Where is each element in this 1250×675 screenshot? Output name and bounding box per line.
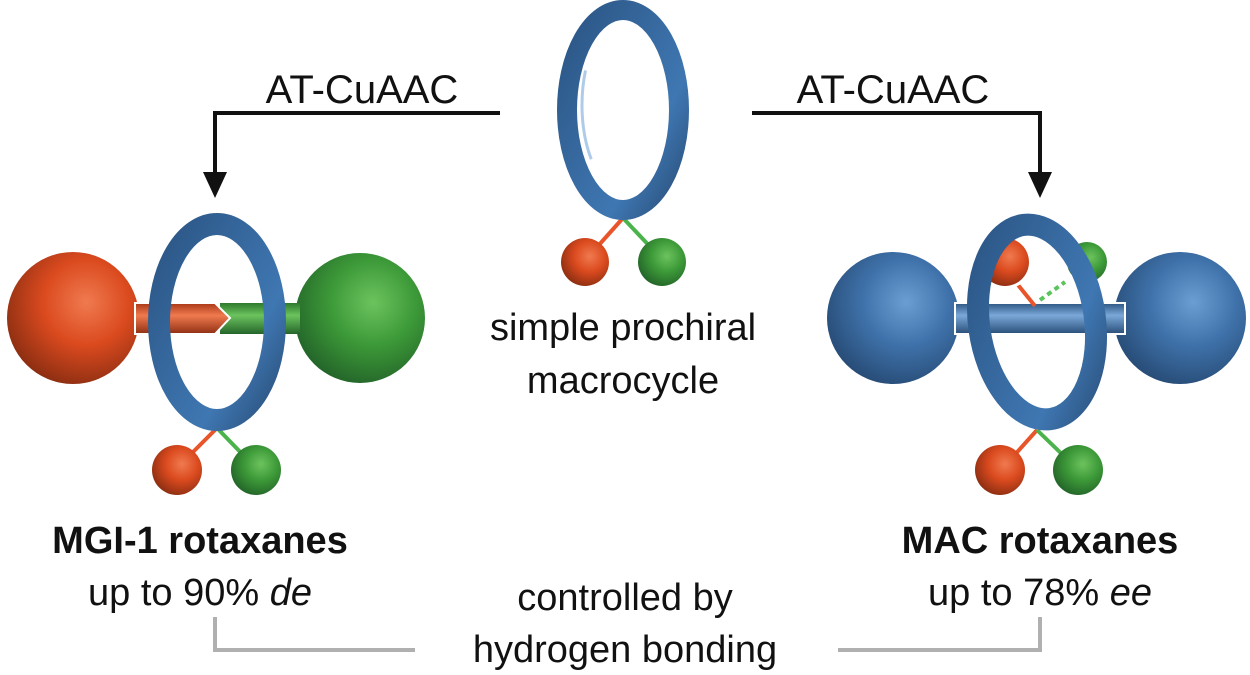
reaction-arrow-left [203,111,500,198]
mgi1-selectivity: up to 90% de [88,572,312,614]
mgi1-rotaxane-graphic [7,213,425,495]
reaction-label-left: AT-CuAAC [266,68,459,112]
center-label-line1: simple prochiral [490,307,756,349]
mac-title: MAC rotaxanes [902,520,1179,562]
reaction-label-right: AT-CuAAC [797,68,990,112]
bracket-left [213,617,415,652]
footer-line1: controlled by [517,577,732,619]
arrowhead-icon [203,172,227,198]
arrowhead-icon [1028,172,1052,198]
footer-line2: hydrogen bonding [473,629,777,671]
mgi1-title: MGI-1 rotaxanes [52,520,348,562]
reaction-arrow-right [752,111,1052,198]
prochiral-macrocycle-graphic [557,0,689,286]
mac-rotaxane-graphic [827,213,1246,495]
mac-selectivity: up to 78% ee [928,572,1152,614]
center-label-line2: macrocycle [527,360,719,402]
bracket-right [838,617,1042,652]
